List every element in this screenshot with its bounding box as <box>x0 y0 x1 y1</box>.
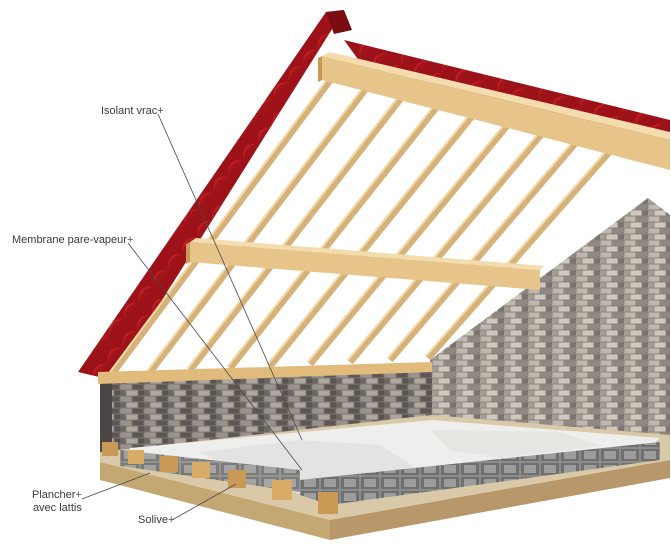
leader-solive <box>171 483 237 521</box>
leader-plancher <box>81 472 151 500</box>
brick-gable-wall <box>430 198 670 440</box>
label-membrane-pare-vapeur: Membrane pare-vapeur+ <box>12 234 134 246</box>
label-solive: Solive+ <box>138 514 175 526</box>
collar-beam <box>186 238 545 290</box>
leader-membrane <box>127 242 303 471</box>
rafter-highlights <box>109 57 624 373</box>
leader-lines <box>81 113 303 521</box>
label-isolant-vrac: Isolant vrac+ <box>101 105 164 117</box>
brick-knee-wall <box>100 365 432 452</box>
ridge-beam <box>318 52 670 170</box>
joist-ends <box>102 442 338 514</box>
wall-plate <box>98 362 432 384</box>
leader-isolant <box>157 113 303 441</box>
label-plancher-avec-lattis: Plancher+ avec lattis <box>32 489 82 514</box>
